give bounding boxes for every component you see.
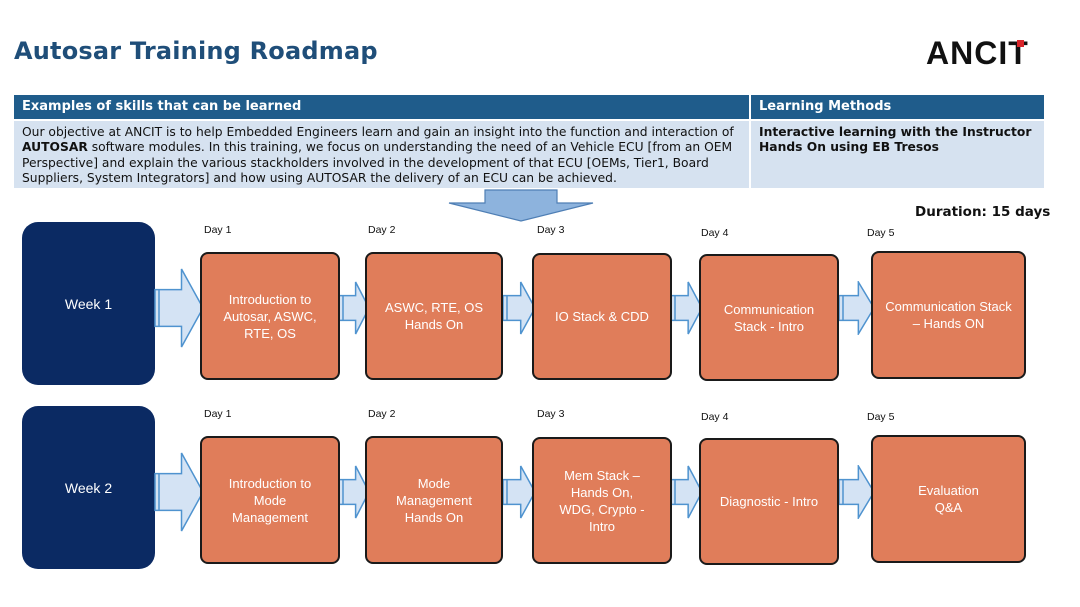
skills-cell: Our objective at ANCIT is to help Embedd… [14,121,749,188]
flow-arrow-icon [838,281,875,335]
day-label: Day 1 [204,224,232,236]
day-label: Day 3 [537,224,565,236]
week-1-day-2-topic-box: ASWC, RTE, OS Hands On [365,252,503,380]
week-label: Week 1 [64,295,113,312]
method-interactive: Interactive learning with the Instructor [759,125,1032,139]
topic-line: ASWC, RTE, OS [385,300,483,315]
topic-line: – Hands ON [912,316,985,331]
flow-arrow-icon [838,465,875,519]
topic-line: Introduction to [228,291,312,307]
day-label: Day 2 [368,408,396,420]
objective-text: Our objective at ANCIT is to help Embedd… [22,125,741,187]
week-2-box: Week 2 [22,406,155,569]
topic-line: Evaluation [918,483,979,498]
topic-line: Intro [588,518,615,534]
week-1-day-5-topic-box: Communication Stack – Hands ON [871,251,1026,379]
objective-autosar: AUTOSAR [22,140,88,155]
topic-line: Hands On [404,317,464,332]
week-label: Week 2 [64,479,113,496]
topic-line: IO Stack & CDD [555,309,649,324]
topic-line: Communication Stack [885,299,1012,314]
topic-text: IO Stack & CDD [555,308,649,325]
topic-line: Autosar, ASWC, [223,308,317,324]
down-arrow-icon [448,189,594,222]
objective-part-2: software modules. In this training, we f… [22,140,733,186]
topic-line: Mode [417,475,451,491]
topic-text: Communication Stack – Hands ON [885,298,1011,332]
day-label: Day 5 [867,411,895,423]
logo-text: ANCIT [926,36,1029,68]
day-label: Day 4 [701,411,729,423]
topic-line: Mode [253,492,287,508]
flow-arrow-icon [670,281,703,335]
week-1-day-3-topic-box: IO Stack & CDD [532,253,672,380]
skills-header: Examples of skills that can be learned [14,95,749,119]
method-hands-on: Hands On using EB Tresos [759,140,939,155]
duration-label: Duration: 15 days [915,204,1051,220]
week-2-day-3-topic-box: Mem Stack –Hands On,WDG, Crypto -Intro [532,437,672,564]
flow-arrow-icon [154,268,204,348]
topic-line: Hands On [404,509,464,525]
page-title: Autosar Training Roadmap [14,37,378,65]
day-label: Day 3 [537,408,565,420]
week-1-box: Week 1 [22,222,155,385]
topic-text: Diagnostic - Intro [720,493,818,510]
topic-text: ASWC, RTE, OS Hands On [385,299,483,333]
day-label: Day 5 [867,227,895,239]
week-2-day-4-topic-box: Diagnostic - Intro [699,438,839,565]
methods-header: Learning Methods [751,95,1044,119]
topic-text: Mem Stack –Hands On,WDG, Crypto -Intro [559,467,644,535]
topic-line: Management [232,509,308,525]
topic-line: Communication [723,301,815,317]
flow-arrow-icon [670,465,703,519]
topic-line: Stack - Intro [733,318,805,334]
day-label: Day 1 [204,408,232,420]
flow-arrow-icon [338,281,370,335]
logo-accent [1017,40,1024,47]
day-label: Day 4 [701,227,729,239]
topic-line: Diagnostic - Intro [719,494,819,509]
topic-line: Management [396,492,472,508]
topic-line: Mem Stack – [564,467,640,483]
flow-arrow-icon [338,465,370,519]
flow-arrow-icon [502,465,536,519]
topic-line: RTE, OS [244,325,296,341]
methods-cell: Interactive learning with the Instructor… [751,121,1044,188]
topic-line: WDG, Crypto - [559,501,645,517]
objective-part-1: Our objective at ANCIT is to help Embedd… [22,125,734,139]
topic-line: Q&A [934,500,963,515]
flow-arrow-icon [154,452,204,532]
ancit-logo: ANCIT [926,36,1029,68]
day-label: Day 2 [368,224,396,236]
topic-line: Hands On, [570,484,634,500]
topic-line: Introduction to [228,475,312,491]
flow-arrow-icon [502,281,536,335]
